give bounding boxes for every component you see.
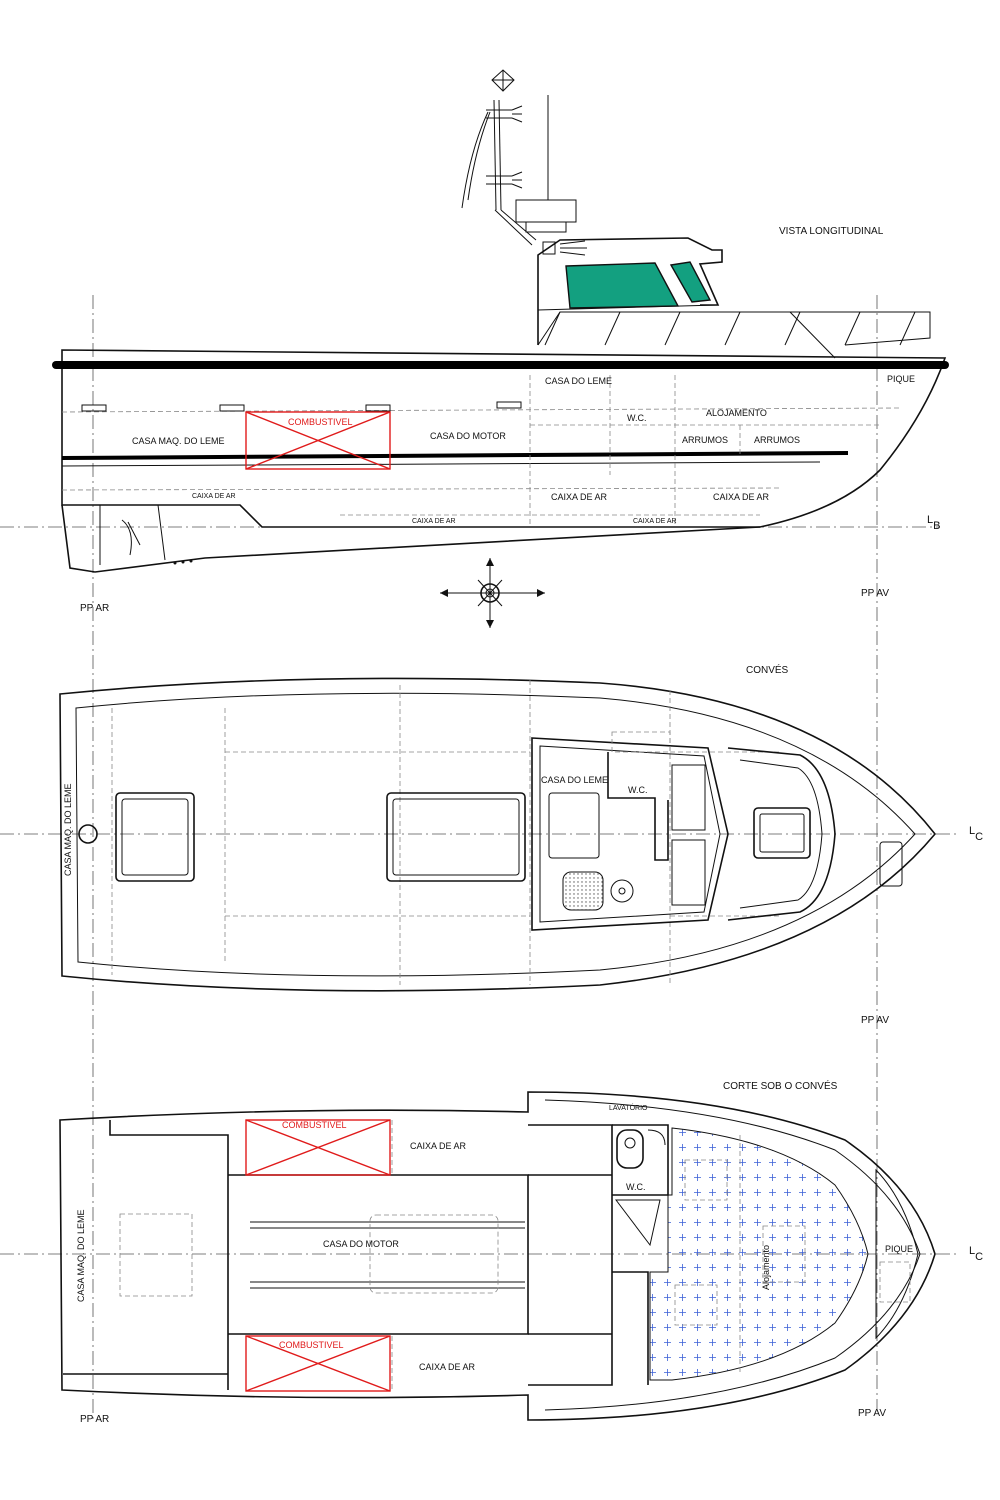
pp-av-label-2: PP AV xyxy=(861,1015,889,1026)
below-combustivel-2: COMBUSTIVEL xyxy=(279,1340,344,1350)
fuel-tank-port xyxy=(245,1119,391,1176)
hatch-engine xyxy=(386,792,526,882)
mast xyxy=(461,69,587,256)
deck-wc: W.C. xyxy=(628,785,648,795)
searchlight xyxy=(542,241,556,255)
side-caixa-ar-1: CAIXA DE AR xyxy=(551,492,608,502)
below-caixa-ar-2: CAIXA DE AR xyxy=(419,1362,476,1372)
below-combustivel-1: COMBUSTIVEL xyxy=(282,1120,347,1130)
side-casa-maq: CASA MAQ. DO LEME xyxy=(132,436,225,446)
pp-av-label-3: PP AV xyxy=(858,1408,886,1419)
deck-cabin xyxy=(531,737,729,931)
below-lavatorio: LAVATÓRIO xyxy=(609,1103,648,1112)
deck-view-title: CONVÉS xyxy=(746,663,789,676)
side-wc: W.C. xyxy=(627,413,647,423)
below-pique: PIQUE xyxy=(885,1244,913,1254)
side-caixa-ar-2: CAIXA DE AR xyxy=(713,492,770,502)
deck-casa-maq: CASA MAQ. DO LEME xyxy=(63,783,73,876)
side-alojamento: ALOJAMENTO xyxy=(706,408,767,418)
fuel-tank-side xyxy=(245,411,391,470)
side-window xyxy=(669,261,712,303)
lc-mark-1: LC xyxy=(969,825,983,843)
fuel-tank-stbd xyxy=(245,1335,391,1392)
radar-housing xyxy=(515,199,577,223)
side-caixa-ar-small-2: CAIXA DE AR xyxy=(412,518,456,525)
deck-view xyxy=(59,677,937,992)
below-casa-motor: CASA DO MOTOR xyxy=(323,1239,399,1249)
hull-side xyxy=(52,349,949,573)
side-caixa-ar-small-1: CAIXA DE AR xyxy=(192,493,236,500)
below-alojamento: Alojamento xyxy=(761,1245,771,1290)
side-arrumos-2: ARRUMOS xyxy=(754,435,800,445)
below-caixa-ar-1: CAIXA DE AR xyxy=(410,1141,467,1151)
pp-ar-label-2: PP AR xyxy=(80,1414,109,1425)
side-arrumos-1: ARRUMOS xyxy=(682,435,728,445)
compass-rose xyxy=(440,558,545,628)
side-combustivel: COMBUSTIVEL xyxy=(288,417,353,427)
below-view-title: CORTE SOB O CONVÉS xyxy=(723,1079,838,1092)
side-caixa-ar-small-3: CAIXA DE AR xyxy=(633,518,677,525)
side-pique: PIQUE xyxy=(887,374,915,384)
helm-seat xyxy=(562,871,604,911)
toilet xyxy=(616,1129,644,1169)
below-wc: W.C. xyxy=(626,1182,646,1192)
steering-wheel xyxy=(610,879,634,903)
accommodation-berth xyxy=(649,1127,869,1381)
side-view xyxy=(52,69,949,628)
side-casa-leme: CASA DO LEME xyxy=(545,376,612,386)
lc-mark-2: LC xyxy=(969,1245,983,1263)
deck-hull-outline xyxy=(59,677,937,992)
hatch-aft xyxy=(115,792,195,882)
below-casa-maq: CASA MAQ. DO LEME xyxy=(76,1209,86,1302)
deck-fitting xyxy=(78,824,98,844)
chine-line xyxy=(61,451,849,460)
hatch-fwd xyxy=(753,807,811,859)
deck-casa-leme: CASA DO LEME xyxy=(541,775,608,785)
lb-mark: LB xyxy=(927,514,940,532)
below-hull-outline xyxy=(59,1091,936,1421)
pp-ar-label-1: PP AR xyxy=(80,603,109,614)
below-deck-view xyxy=(59,1091,936,1421)
side-casa-motor: CASA DO MOTOR xyxy=(430,431,506,441)
side-view-title: VISTA LONGITUDINAL xyxy=(779,226,884,237)
propeller xyxy=(121,519,141,556)
wheelhouse xyxy=(537,237,931,359)
front-window xyxy=(565,262,680,309)
pp-av-label-1: PP AV xyxy=(861,588,889,599)
